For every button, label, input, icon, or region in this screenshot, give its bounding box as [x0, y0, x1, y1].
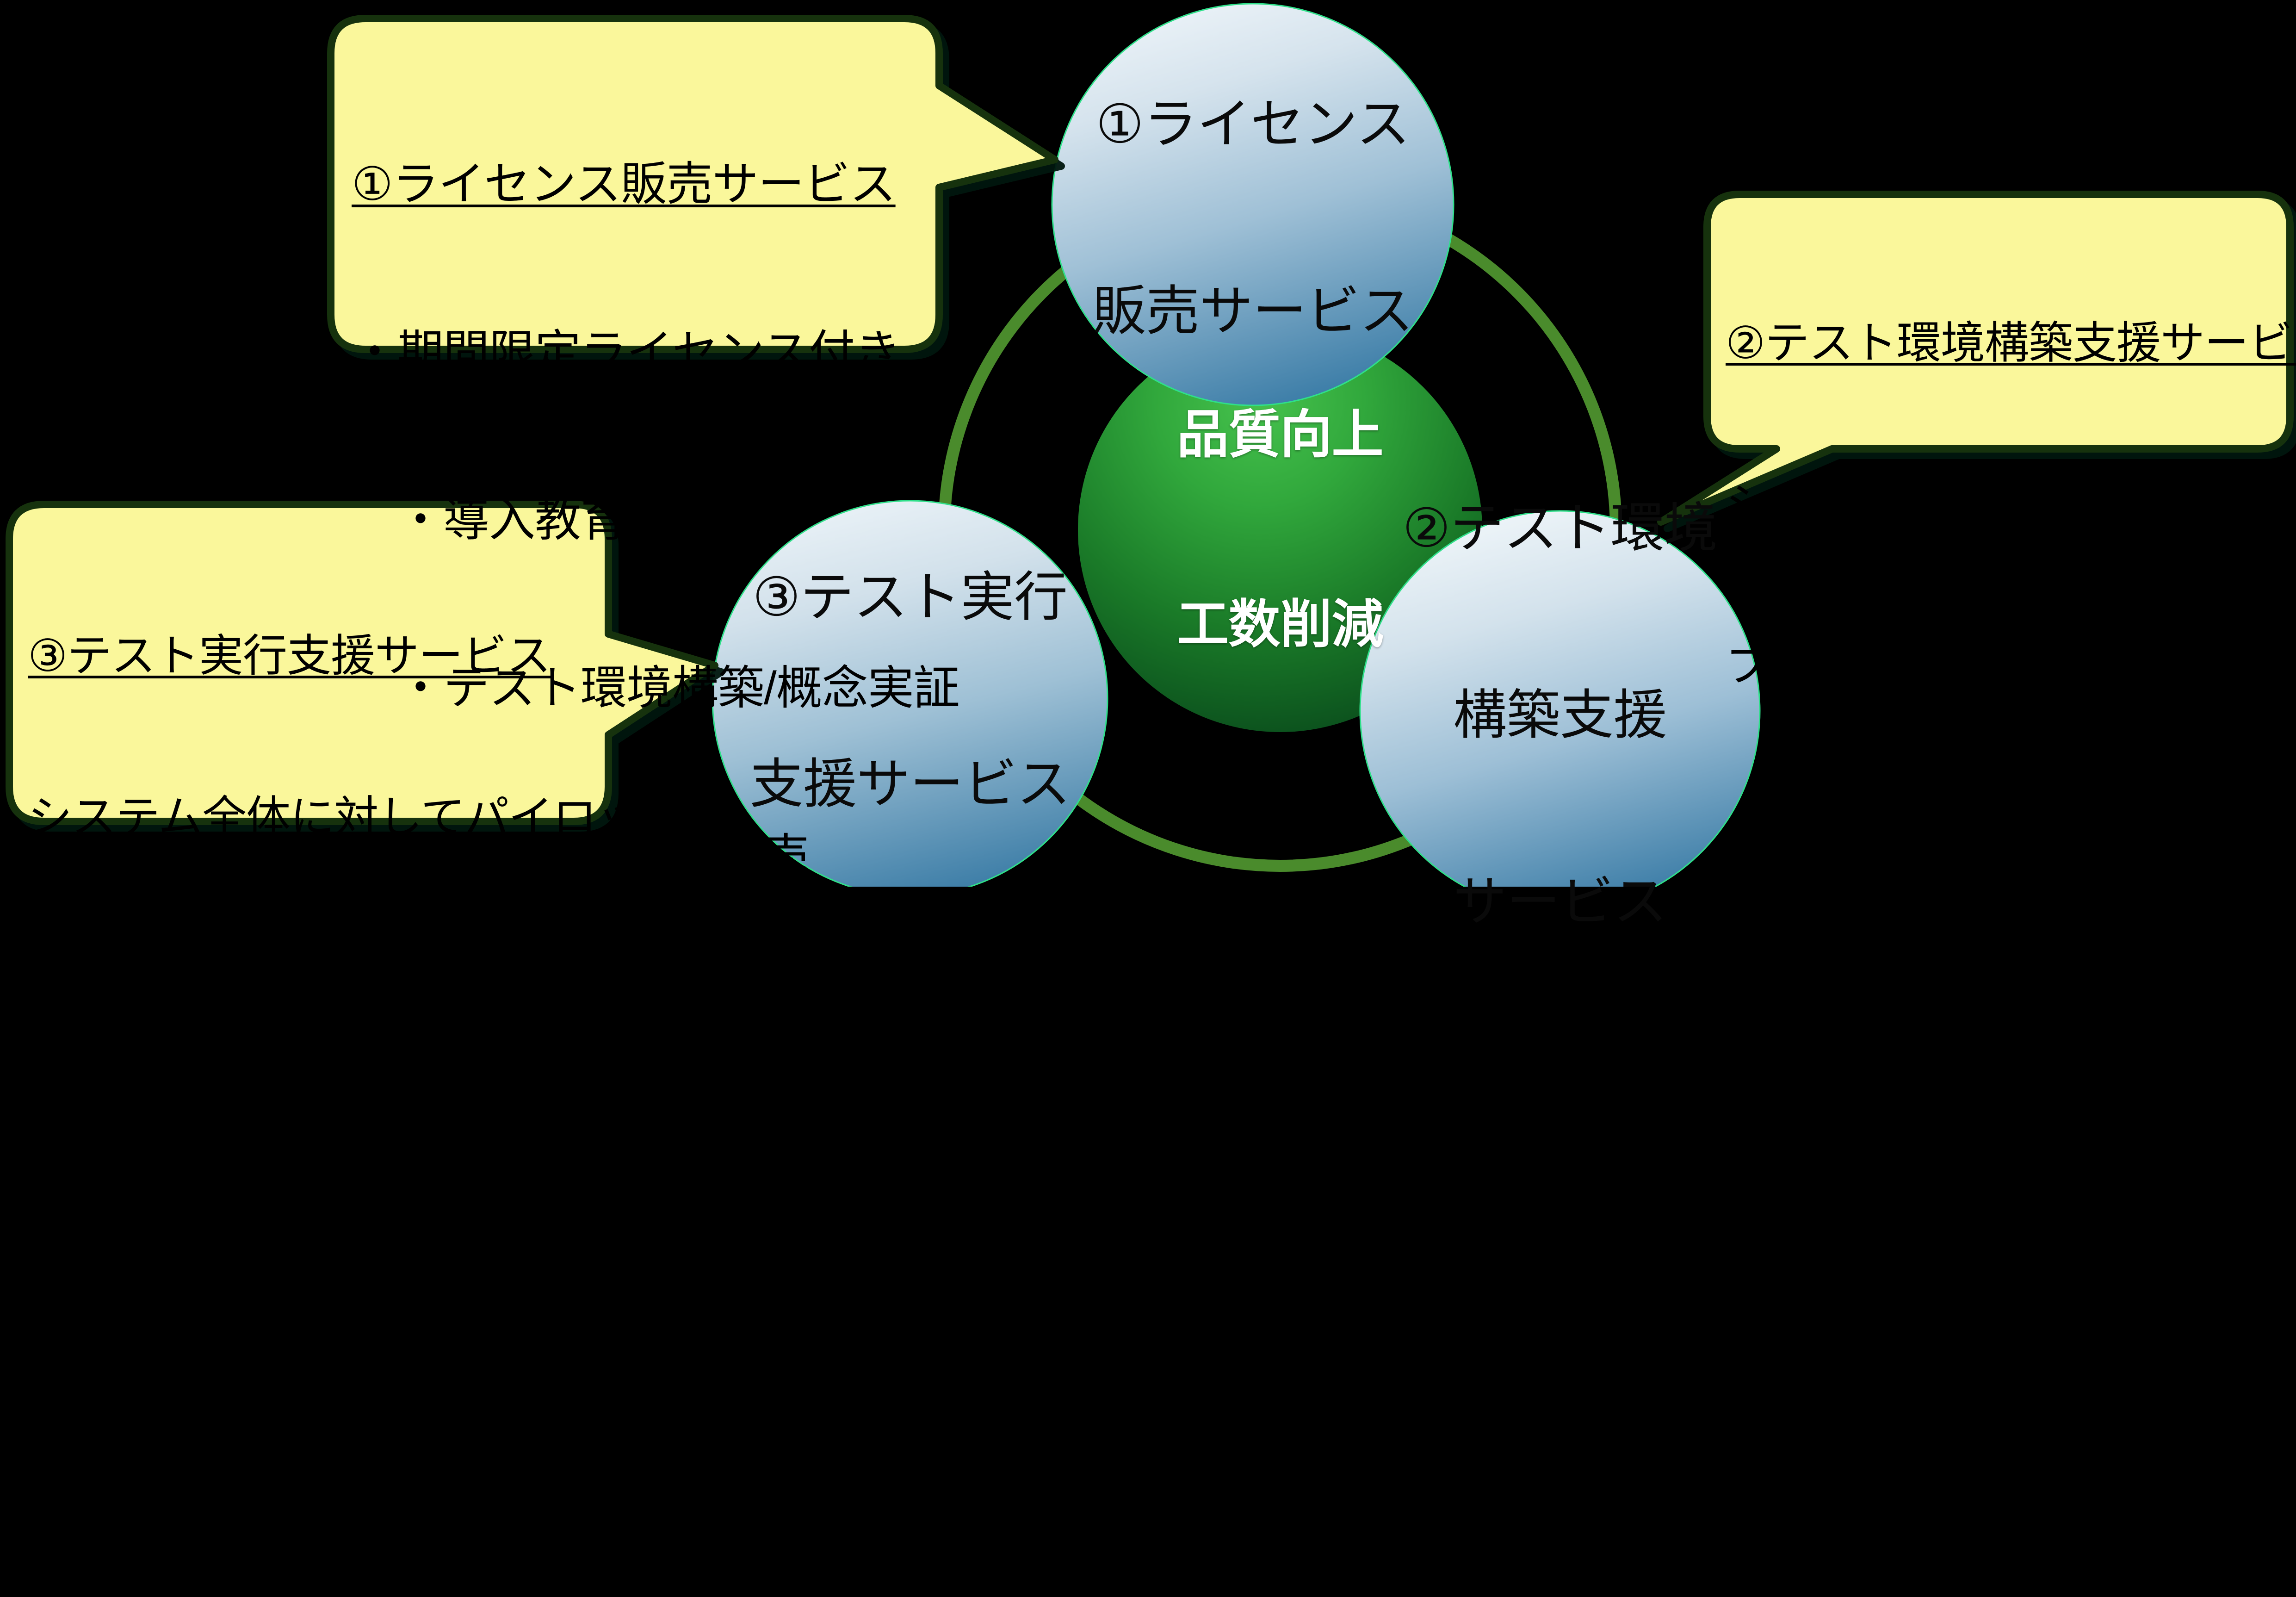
- service-bubble-3[interactable]: [712, 500, 1108, 887]
- center-goal-label: 品質向上 工数削減: [1104, 277, 1456, 783]
- callout-3-line-1: システム全体に対してパイロット: [28, 792, 685, 842]
- callout-3-line-4: ・テスト実行: [28, 1276, 292, 1326]
- callout-2-line-2: プ検証を目的に: [1726, 641, 2034, 691]
- service-bubble-1-line-1: ①ライセンス: [1095, 93, 1410, 154]
- service-bubble-3-line-2: 支援サービス: [749, 753, 1071, 814]
- diagram-canvas: 品質向上 工数削減 ①ライセンス 販売サービス ②テスト環境 構築支援 サービス…: [6, 0, 2294, 887]
- service-bubble-2-line-3: サービス: [1453, 871, 1667, 932]
- center-goal-line-1: 品質向上: [1177, 405, 1384, 464]
- callout-1-line-1: ・期間限定ライセンス付き: [352, 326, 901, 378]
- callout-2-shape[interactable]: [1657, 191, 2294, 526]
- callout-2-line-4: ・外部ツールとの連携検証: [1726, 963, 2253, 1013]
- service-bubble-1-label: ①ライセンス 販売サービス: [1063, 0, 1442, 466]
- service-bubble-3-label: ③テスト実行 支援サービス: [716, 441, 1104, 939]
- callout-3-line-5: ・テスト結果レポート作成: [28, 1437, 556, 1487]
- service-bubble-2[interactable]: [1359, 510, 1761, 887]
- callout-2-line-1: システム全体に対してプロトタイ: [1726, 479, 2296, 529]
- callout-2-line-3: ・テスト環境の構築: [1726, 802, 2122, 852]
- callout-1-title: ①ライセンス販売サービス: [352, 158, 896, 210]
- callout-1-line-2: ・導入教育: [352, 494, 627, 546]
- callout-3-shape[interactable]: [6, 501, 718, 825]
- callout-3-line-2: 運用を目的に: [28, 954, 292, 1004]
- service-bubble-2-line-2: 構築支援: [1453, 684, 1667, 745]
- service-bubble-1-line-2: 販売サービス: [1092, 280, 1414, 341]
- center-goal-line-2: 工数削減: [1177, 595, 1384, 653]
- callout-1-line-3: ・テスト環境構築/概念実証: [352, 662, 960, 714]
- service-bubble-1[interactable]: [1051, 3, 1454, 406]
- callout-3-text: ③テスト実行支援サービス システム全体に対してパイロット 運用を目的に ・モデル…: [28, 522, 685, 1597]
- service-bubble-2-label: ②テスト環境 構築支援 サービス: [1370, 373, 1750, 1057]
- service-bubble-2-line-1: ②テスト環境: [1402, 498, 1718, 559]
- callout-3-title: ③テスト実行支援サービス: [28, 631, 551, 681]
- callout-2-title: ②テスト環境構築支援サービス: [1726, 318, 2296, 368]
- diagram-graphics: [6, 3, 2294, 887]
- callout-1-text: ①ライセンス販売サービス ・期間限定ライセンス付き ・導入教育 ・テスト環境構築…: [352, 44, 960, 996]
- callout-3-line-3: ・モデル/スクリプト作成: [28, 1115, 524, 1165]
- callout-1-line-4: ・年間ライセンス販売: [352, 830, 809, 882]
- callout-1-shape[interactable]: [327, 15, 1058, 353]
- callout-2-text: ②テスト環境構築支援サービス システム全体に対してプロトタイ プ検証を目的に ・…: [1726, 209, 2296, 1123]
- service-bubble-3-line-1: ③テスト実行: [752, 566, 1068, 627]
